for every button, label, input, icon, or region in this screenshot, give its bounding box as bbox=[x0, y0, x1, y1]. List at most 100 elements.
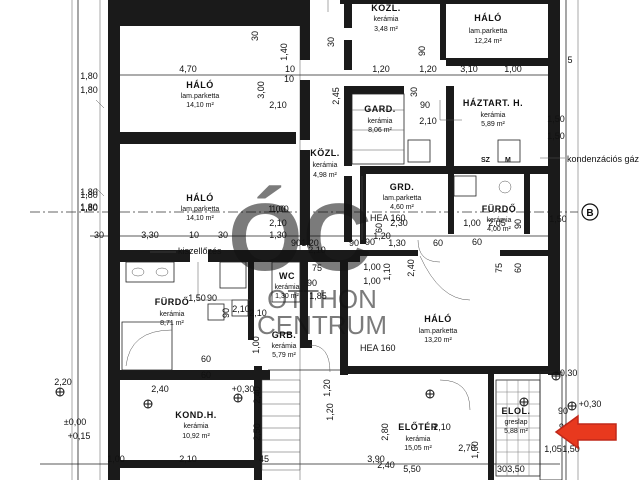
hea-label-1: HEA 160 bbox=[370, 213, 406, 223]
dimension-label: 2,10 bbox=[433, 422, 451, 432]
room-material: lam.parketta bbox=[469, 28, 508, 35]
entrance-steps bbox=[495, 371, 563, 480]
dimension-label: 1,80 bbox=[80, 187, 98, 197]
dimension-label: 30 bbox=[326, 37, 336, 47]
room-name: ELOL. bbox=[502, 406, 531, 416]
dimension-label: 1,10 bbox=[382, 263, 392, 281]
room-haztart: HÁZTART. H. kerámia 5,89 m² bbox=[463, 98, 523, 128]
axis-label-b: B bbox=[586, 208, 593, 219]
dimension-label: 2,40 bbox=[406, 259, 416, 277]
room-area: 14,10 m² bbox=[186, 102, 214, 109]
room-wc: WC kerámia 1,30 m² bbox=[275, 271, 300, 300]
room-material: kerámia bbox=[368, 118, 393, 125]
dimension-label: 1,00 bbox=[363, 262, 381, 272]
room-name: HÁZTART. H. bbox=[463, 98, 523, 108]
dimension-label: 1,20 bbox=[325, 403, 335, 421]
room-area: 1,30 m² bbox=[275, 293, 299, 300]
dimension-label: 90 bbox=[558, 406, 568, 416]
dimension-label: 1,00 bbox=[470, 441, 480, 459]
dimension-label: 3,90 bbox=[367, 454, 385, 464]
dimension-label: +0,30 bbox=[579, 399, 602, 409]
room-area: 10,92 m² bbox=[182, 433, 210, 440]
dimension-label: 5,50 bbox=[403, 464, 421, 474]
dimension-label: 4,70 bbox=[179, 64, 197, 74]
dimension-label: 30 bbox=[218, 230, 228, 240]
dimension-label: 5 bbox=[567, 55, 572, 65]
dimension-label: 2,40 bbox=[377, 460, 395, 470]
dimension-label: 3,50 bbox=[507, 464, 525, 474]
dimension-label: 90 bbox=[307, 278, 317, 288]
room-material: kerámia bbox=[313, 162, 338, 169]
watermark-logo: ÓC OTTHON CENTRUM bbox=[228, 184, 387, 340]
dimension-label: 1,50 bbox=[188, 293, 206, 303]
room-name: GRD. bbox=[390, 182, 415, 192]
dimension-label: +0,30 bbox=[232, 384, 255, 394]
room-name: HÁLÓ bbox=[424, 313, 452, 324]
room-name: WC bbox=[279, 271, 295, 281]
dimension-label: 1,20 bbox=[419, 64, 437, 74]
room-area: 8,06 m² bbox=[368, 127, 392, 134]
room-halo-left-2: HÁLÓ lam.parketta 14,10 m² bbox=[181, 192, 220, 222]
dimension-label: 1,80 bbox=[80, 190, 98, 200]
kiszellozes-label: kiszellőzés bbox=[178, 246, 222, 256]
hea-label-2: HEA 160 bbox=[360, 343, 396, 353]
fixtures bbox=[121, 93, 521, 471]
dimension-label: 1,30 bbox=[388, 238, 406, 248]
dimension-label: 2,10 bbox=[179, 454, 197, 464]
dimension-label: 1,00 bbox=[251, 336, 261, 354]
dimension-label: 1,00 bbox=[463, 218, 481, 228]
room-area: 3,48 m² bbox=[374, 26, 398, 33]
room-area: 13,20 m² bbox=[424, 337, 452, 344]
room-material: lam.parketta bbox=[181, 93, 220, 100]
walls bbox=[108, 0, 560, 480]
dimension-label: 2,10 bbox=[232, 304, 250, 314]
room-furdo-right: FÜRDŐ kerámia 4,00 m² bbox=[482, 203, 517, 233]
dimension-label: 1,00 bbox=[363, 276, 381, 286]
dimension-label: 2,10 bbox=[269, 100, 287, 110]
dimension-label: 30 bbox=[497, 464, 507, 474]
dimension-label: 1,50 bbox=[547, 114, 565, 124]
dimension-label: 1,80 bbox=[80, 71, 98, 81]
room-eloter: ELŐTÉR kerámia 15,05 m² bbox=[398, 421, 437, 452]
dimension-label: 10 bbox=[284, 74, 294, 84]
dimension-label: 30 bbox=[409, 87, 419, 97]
dimension-label: +0,15 bbox=[68, 431, 91, 441]
dimension-label: 2,30 bbox=[390, 218, 408, 228]
room-furdo-left: FÜRDŐ kerámia 8,71 m² bbox=[155, 296, 189, 327]
dimension-label: 3,30 bbox=[141, 230, 159, 240]
room-material: kerámia bbox=[160, 311, 185, 318]
dimension-label: 2,40 bbox=[151, 384, 169, 394]
dimension-label: 90 bbox=[420, 100, 430, 110]
dimension-label: 2,80 bbox=[380, 423, 390, 441]
dimension-label: 1,00 bbox=[504, 64, 522, 74]
level-markers bbox=[55, 371, 577, 411]
sz-label: SZ bbox=[481, 157, 491, 164]
dimension-label: 2,10 bbox=[269, 218, 287, 228]
dimension-label: 90 bbox=[513, 219, 523, 229]
room-name: HÁLÓ bbox=[186, 192, 214, 203]
dimension-label: +0,30 bbox=[555, 368, 578, 378]
room-area: 15,05 m² bbox=[404, 445, 432, 452]
red-arrow-icon bbox=[554, 414, 617, 450]
room-gard: GARD. kerámia 8,06 m² bbox=[364, 104, 395, 134]
room-area: 14,10 m² bbox=[186, 215, 214, 222]
dimension-label: 2,05 bbox=[488, 218, 506, 228]
watermark-letters: ÓC bbox=[228, 184, 372, 291]
dimension-label: 1,80 bbox=[80, 203, 98, 213]
dimension-label: 90 bbox=[291, 238, 301, 248]
axis-marker-b: B bbox=[581, 203, 599, 221]
dimension-label: 90 bbox=[365, 237, 375, 247]
room-labels: KÖZL. kerámia 3,48 m² HÁLÓ lam.parketta … bbox=[155, 3, 531, 452]
room-name: FÜRDŐ bbox=[482, 203, 517, 214]
dimension-label: 60 bbox=[513, 263, 523, 273]
dimension-label: 90 bbox=[417, 46, 427, 56]
dimension-label: 90 bbox=[221, 308, 231, 318]
dimension-label: 30 bbox=[94, 230, 104, 240]
room-material: kerámia bbox=[374, 16, 399, 23]
dimension-label: 10 bbox=[285, 64, 295, 74]
dimension-label: 3,10 bbox=[460, 64, 478, 74]
kondenz-label: kondenzációs gáz bbox=[567, 154, 640, 164]
dimension-label: 75 bbox=[494, 263, 504, 273]
dimension-label: 90 bbox=[349, 238, 359, 248]
room-name: GRB. bbox=[272, 330, 297, 340]
